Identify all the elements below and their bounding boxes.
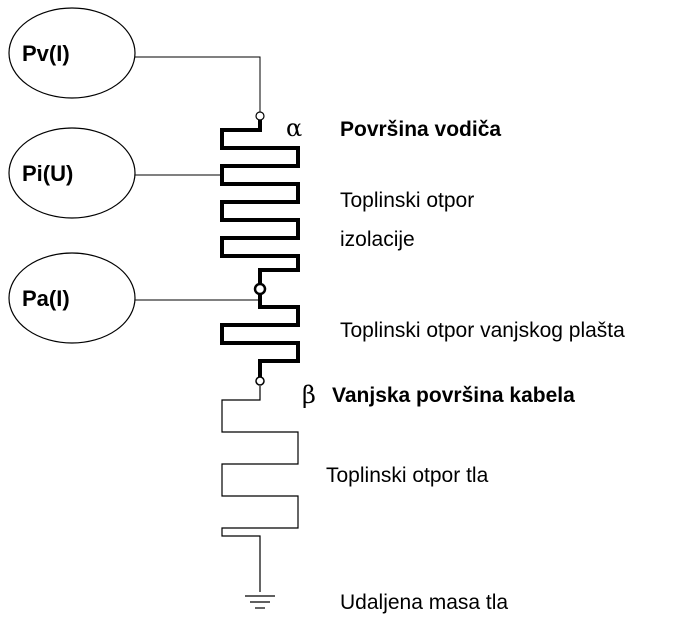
resistor-soil bbox=[221, 386, 299, 592]
resistor-insulation bbox=[220, 120, 300, 287]
source-label-pi: Pi(U) bbox=[22, 161, 74, 186]
resistor-sheath bbox=[220, 292, 300, 377]
cable-surface-label: Vanjska površina kabela bbox=[332, 384, 575, 407]
lead-pv bbox=[135, 56, 261, 112]
soil-label: Toplinski otpor tla bbox=[326, 464, 489, 487]
source-ellipse-pv bbox=[8, 7, 136, 99]
conductor-surface-label: Površina vodiča bbox=[340, 118, 502, 141]
beta-symbol: β bbox=[302, 381, 316, 409]
node-beta bbox=[255, 376, 265, 386]
source-label-pa: Pa(I) bbox=[22, 286, 70, 311]
source-ellipse-pi bbox=[8, 127, 136, 219]
source-ellipse-pa bbox=[8, 252, 136, 344]
ground-icon bbox=[245, 595, 275, 609]
node-alpha bbox=[255, 111, 265, 121]
insulation-label-line2: izolacije bbox=[340, 228, 415, 251]
sheath-label: Toplinski otpor vanjskog plašta bbox=[340, 319, 625, 342]
insulation-label-line1: Toplinski otpor bbox=[340, 189, 475, 212]
node-junction bbox=[253, 282, 267, 296]
alpha-symbol: α bbox=[286, 114, 303, 142]
source-label-pv: Pv(I) bbox=[22, 41, 70, 66]
remote-soil-label: Udaljena masa tla bbox=[340, 591, 509, 614]
